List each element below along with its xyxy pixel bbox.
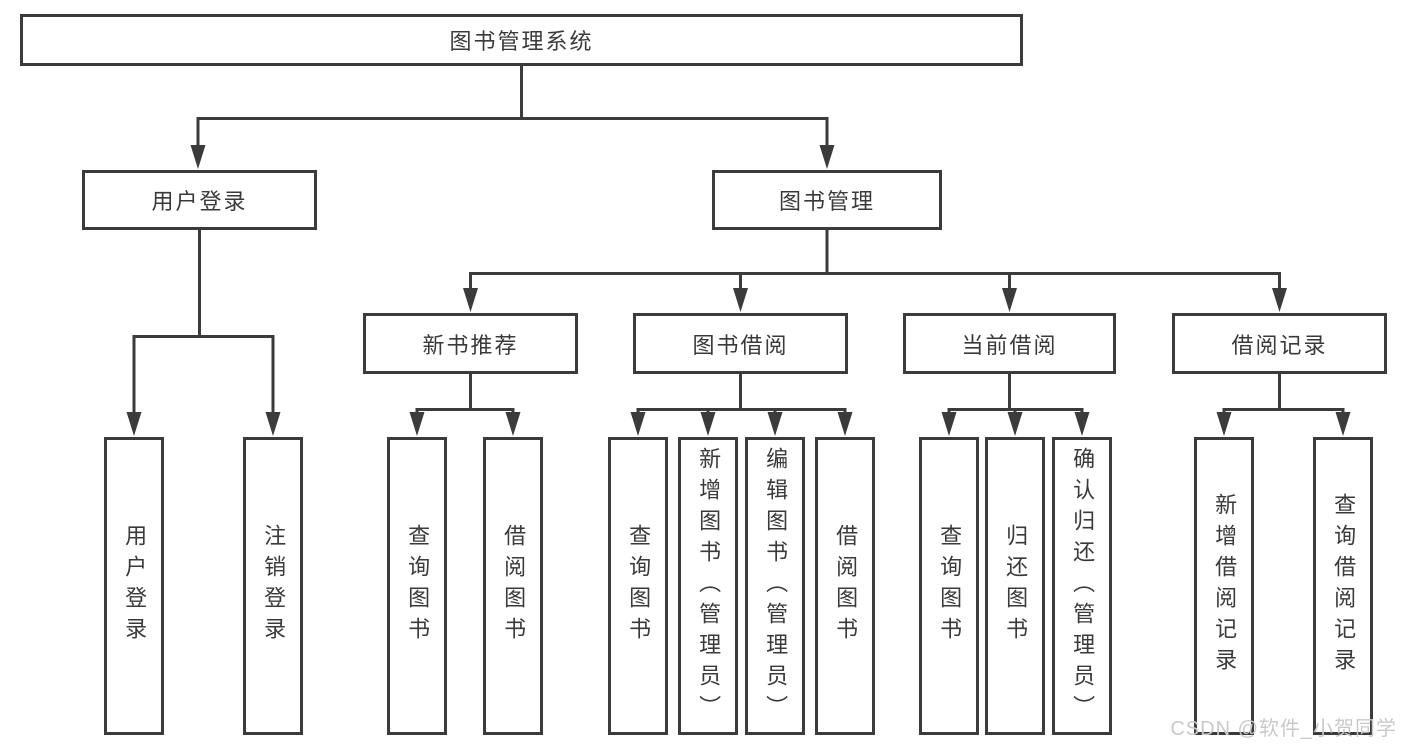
leaf-query-books-current: 查询图书 — [919, 437, 979, 735]
connector-management-level3 — [469, 230, 1281, 292]
connector-recommend-leaves — [415, 374, 515, 416]
arrowhead — [409, 412, 425, 436]
arrowhead — [819, 145, 835, 169]
leaf-label: 查询借阅记录 — [1331, 493, 1357, 679]
arrowhead — [1002, 288, 1017, 312]
connector-current-leaves — [947, 374, 1084, 416]
leaf-label: 归还图书 — [1003, 524, 1029, 648]
arrowhead — [733, 288, 748, 312]
leaf-query-books-borrow: 查询图书 — [608, 437, 668, 735]
leaf-return-books: 归还图书 — [985, 437, 1045, 735]
leaf-borrow-books-recommend: 借阅图书 — [483, 437, 543, 735]
leaf-label: 查询图书 — [937, 524, 963, 648]
leaf-add-borrow-record: 新增借阅记录 — [1194, 437, 1254, 735]
leaf-logout: 注销登录 — [243, 437, 303, 735]
leaf-label: 新增借阅记录 — [1212, 493, 1238, 679]
arrowhead — [767, 412, 783, 436]
connector-borrow-leaves — [636, 374, 847, 416]
connector-records-leaves — [1222, 374, 1345, 416]
arrowhead — [630, 412, 646, 436]
arrowhead — [505, 412, 521, 436]
leaf-label: 编辑图书（管理员） — [763, 446, 789, 726]
leaf-label: 新增图书（管理员） — [696, 446, 722, 726]
arrowhead — [700, 412, 716, 436]
node-current-borrow: 当前借阅 — [903, 313, 1116, 374]
leaf-borrow-books: 借阅图书 — [815, 437, 875, 735]
leaf-label: 查询图书 — [626, 524, 652, 648]
arrowhead — [1272, 288, 1287, 312]
connector-root-level2 — [196, 66, 829, 149]
arrowhead — [1216, 412, 1232, 436]
leaf-edit-books-admin: 编辑图书（管理员） — [745, 437, 805, 735]
arrowhead — [265, 412, 281, 436]
arrowhead — [126, 412, 142, 436]
arrowhead — [190, 145, 206, 169]
node-borrow-records: 借阅记录 — [1172, 313, 1387, 374]
leaf-label: 查询图书 — [405, 524, 431, 648]
csdn-watermark: CSDN @软件_小贺同学 — [1170, 718, 1397, 740]
leaf-query-borrow-record: 查询借阅记录 — [1313, 437, 1373, 735]
leaf-label: 借阅图书 — [501, 524, 527, 648]
node-book-borrow: 图书借阅 — [633, 313, 848, 374]
arrowhead — [1335, 412, 1351, 436]
arrowhead — [1074, 412, 1090, 436]
leaf-add-books-admin: 新增图书（管理员） — [678, 437, 738, 735]
node-root-system: 图书管理系统 — [20, 14, 1023, 66]
arrowhead — [1007, 412, 1023, 436]
node-new-book-recommend: 新书推荐 — [363, 313, 578, 374]
connector-login-leaves — [132, 230, 275, 416]
arrowhead — [941, 412, 957, 436]
leaf-label: 借阅图书 — [833, 524, 859, 648]
leaf-label: 用户登录 — [122, 524, 148, 648]
leaf-query-books-recommend: 查询图书 — [387, 437, 447, 735]
arrowhead — [837, 412, 853, 436]
leaf-label: 确认归还（管理员） — [1070, 446, 1096, 726]
leaf-confirm-return-admin: 确认归还（管理员） — [1052, 437, 1112, 735]
leaf-user-login: 用户登录 — [104, 437, 164, 735]
arrowhead — [463, 288, 478, 312]
leaf-label: 注销登录 — [261, 524, 287, 648]
node-user-login: 用户登录 — [82, 170, 317, 230]
node-book-management: 图书管理 — [712, 170, 942, 230]
